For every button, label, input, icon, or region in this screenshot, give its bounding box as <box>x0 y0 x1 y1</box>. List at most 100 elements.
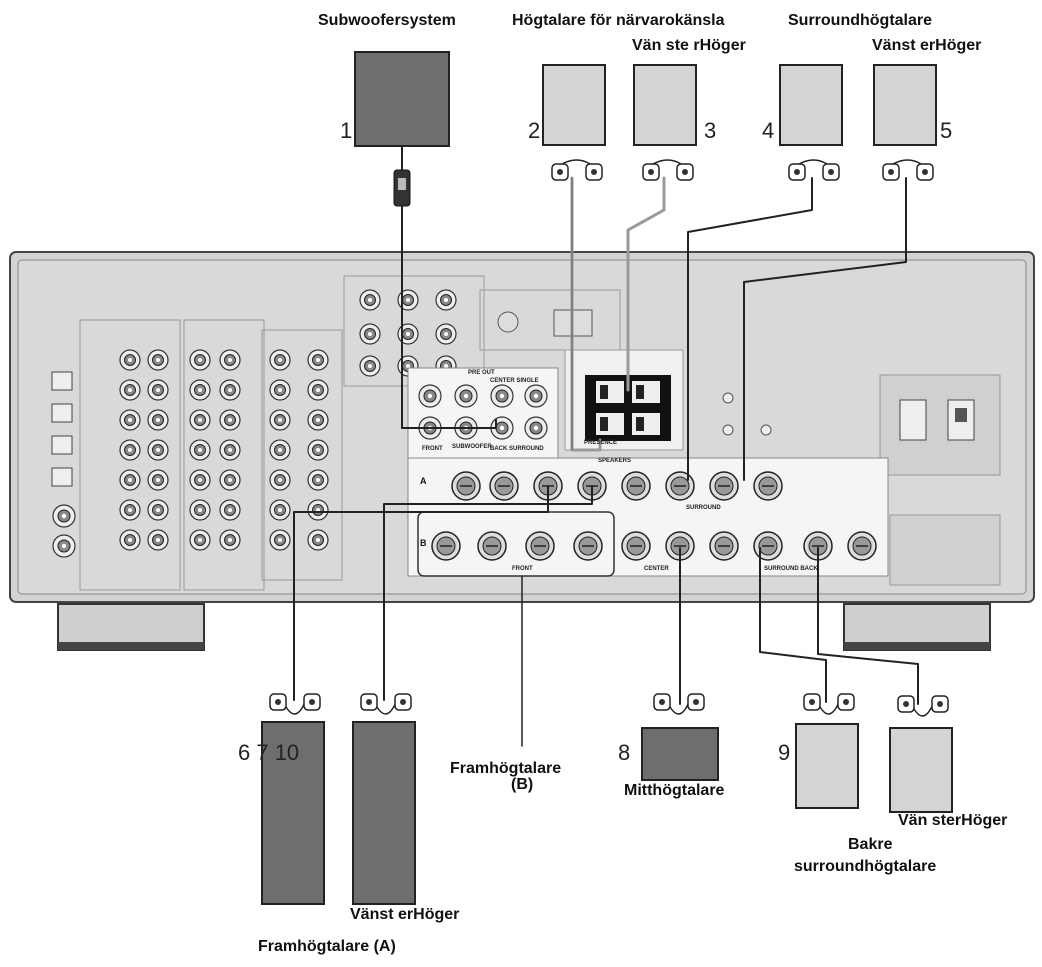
number-6-7-10: 6 7 10 <box>238 740 300 765</box>
cables <box>293 176 919 747</box>
panel-row-b: B <box>420 538 427 548</box>
polarity-mark <box>888 169 894 175</box>
jack-pin <box>444 364 448 368</box>
center-speaker-box <box>641 727 719 781</box>
presence-right-box <box>633 64 697 146</box>
surround-right-box <box>873 64 937 146</box>
jack-pin <box>198 448 202 452</box>
jack-pin <box>198 418 202 422</box>
presence-left-box <box>542 64 606 146</box>
jack-pin <box>444 298 448 302</box>
pre-out-block <box>407 367 559 459</box>
jack-pin <box>278 358 282 362</box>
jack-pin <box>278 418 282 422</box>
jack-pin <box>499 425 505 431</box>
subwoofer-cable-plug <box>393 146 411 207</box>
label-back-surround-1: Bakre <box>848 836 893 853</box>
number-4: 4 <box>762 118 775 143</box>
surround-back-right-box <box>889 727 953 813</box>
jack-pin <box>533 425 539 431</box>
polarity-mark <box>682 169 688 175</box>
jack-pin <box>156 388 160 392</box>
wire-loop <box>798 159 828 165</box>
polarity-mark <box>648 169 654 175</box>
jack-pin <box>278 448 282 452</box>
label-subwoofer-system: Subwoofersystem <box>318 12 456 29</box>
speaker-terminals <box>407 457 889 577</box>
panel-presence: PRESENCE <box>584 440 618 446</box>
subwoofer-box <box>354 51 450 147</box>
polarity-mark <box>400 699 406 705</box>
label-front-speakers-a: Framhögtalare (A) <box>258 938 396 955</box>
wire-loop <box>652 159 682 165</box>
polarity-mark <box>591 169 597 175</box>
jack-pin <box>316 418 320 422</box>
jack-pin <box>368 298 372 302</box>
jack-pin <box>228 358 232 362</box>
jack-pin <box>427 393 433 399</box>
panel-speakers: SPEAKERS <box>598 458 632 464</box>
panel-pre-out: PRE OUT <box>468 370 495 376</box>
jack-pin <box>406 364 410 368</box>
jack-pin <box>128 418 132 422</box>
label-front-speakers-b-suffix: (B) <box>511 776 534 793</box>
panel-front: FRONT <box>422 446 443 452</box>
jack-pin <box>128 358 132 362</box>
jack-pin <box>368 332 372 336</box>
jack-pin <box>156 538 160 542</box>
jack-pin <box>278 478 282 482</box>
jack-pin <box>278 538 282 542</box>
front-a-right-box <box>352 721 416 905</box>
jack-pin <box>228 508 232 512</box>
panel-back-surround: BACK SURROUND <box>490 446 544 452</box>
jack-pin <box>278 508 282 512</box>
label-back-left-right: Vän sterHöger <box>898 812 1008 829</box>
jack-pin <box>198 358 202 362</box>
jack-pin <box>61 543 67 549</box>
label-surround-left-right: Vänst erHöger <box>872 37 982 54</box>
polarity-mark <box>828 169 834 175</box>
jack-pin <box>316 358 320 362</box>
jack-pin <box>198 508 202 512</box>
jack-pin <box>463 393 469 399</box>
number-3: 3 <box>704 118 717 143</box>
jack-pin <box>156 418 160 422</box>
polarity-mark <box>275 699 281 705</box>
panel-center-single: CENTER SINGLE <box>490 378 539 384</box>
jack-pin <box>444 332 448 336</box>
left-jack-grid <box>52 289 457 558</box>
presence-terminal-block <box>564 349 684 451</box>
jack-pin <box>228 388 232 392</box>
jack-pin <box>156 358 160 362</box>
jack-pin <box>198 388 202 392</box>
polarity-mark <box>937 701 943 707</box>
jack-pin <box>198 538 202 542</box>
polarity-mark <box>659 699 665 705</box>
jack-pin <box>128 538 132 542</box>
label-presence-speakers: Högtalare för närvarokänsla <box>512 12 725 29</box>
jack-pin <box>156 508 160 512</box>
jack-pin <box>156 448 160 452</box>
jack-pin <box>61 513 67 519</box>
jack-pin <box>128 478 132 482</box>
surround-back-left-box <box>795 723 859 809</box>
number-5: 5 <box>940 118 953 143</box>
surround-left-box <box>779 64 843 146</box>
jack-pin <box>316 448 320 452</box>
panel-front-b: FRONT <box>512 566 533 572</box>
polarity-mark <box>794 169 800 175</box>
jack-pin <box>316 388 320 392</box>
panel-row-a: A <box>420 476 427 486</box>
polarity-mark <box>557 169 563 175</box>
jack-pin <box>128 448 132 452</box>
jack-pin <box>533 393 539 399</box>
jack-pin <box>499 393 505 399</box>
jack-pin <box>316 478 320 482</box>
jack-pin <box>228 538 232 542</box>
jack-pin <box>228 478 232 482</box>
polarity-mark <box>366 699 372 705</box>
panel-center: CENTER <box>644 566 669 572</box>
number-2: 2 <box>528 118 541 143</box>
